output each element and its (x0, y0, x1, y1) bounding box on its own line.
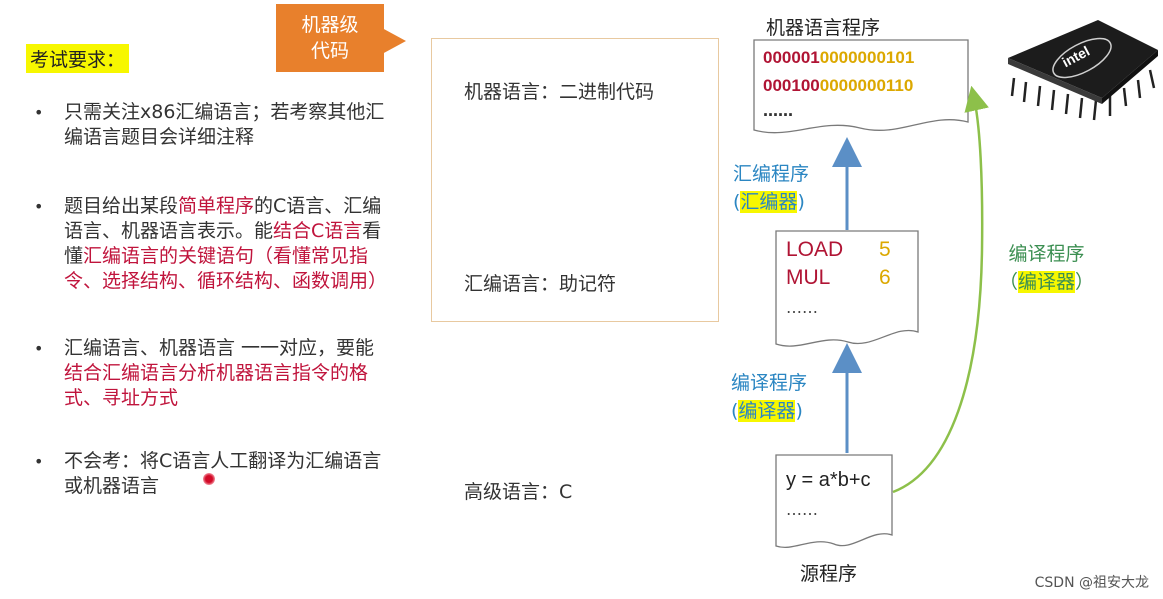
bullet-item: 题目给出某段简单程序的C语言、汇编语言、机器语言表示。能结合C语言看懂汇编语言的… (30, 194, 390, 294)
asm-arg-6: 6 (879, 266, 891, 289)
asm-op-mul: MUL (786, 266, 831, 289)
assembly-language-label: 汇编语言：助记符 (464, 273, 617, 295)
source-code-line: y = a*b+c (786, 469, 871, 491)
machine-program-document (753, 39, 969, 134)
machine-code-callout: 机器级代码 (276, 4, 384, 72)
bullet-text: 的C语言、汇编语言、机器语言表示。能 (64, 195, 382, 242)
direct-compiler-tool: 编译器 (1018, 271, 1076, 293)
emphasis-text: 汇编语言的关键语句（看懂常见指令、选择结构、循环结构、函数调用） (64, 245, 388, 292)
asm-op-load: LOAD (786, 238, 844, 261)
bullet-item: 只需关注x86汇编语言；若考察其他汇编语言题目会详细注释 (30, 100, 390, 150)
machine-code-ellipsis: …… (763, 102, 793, 120)
callout-tail (382, 28, 406, 54)
assembler-tool: 汇编器 (740, 191, 798, 213)
machine-program-title: 机器语言程序 (766, 17, 881, 39)
language-levels-box (431, 38, 719, 322)
assembly-program-document (775, 230, 919, 347)
machine-code-line-2: 0001000000000110 (763, 76, 914, 95)
direct-compiler-step-label: 编译程序 （编译器） (999, 243, 1095, 293)
direct-compile-arrow (892, 85, 989, 494)
assembler-step-label: 汇编程序 (汇编器) (733, 163, 810, 213)
source-program-document (775, 454, 893, 548)
emphasis-text: 简单程序 (178, 195, 255, 217)
machine-language-label: 机器语言：二进制代码 (464, 81, 655, 103)
bullet-item: 不会考：将C语言人工翻译为汇编语言或机器语言 (30, 449, 390, 499)
source-program-caption: 源程序 (800, 563, 858, 585)
callout-line-2: 代码 (310, 40, 349, 62)
intel-chip-icon (1008, 20, 1158, 121)
asm-arg-5: 5 (879, 238, 891, 261)
csdn-watermark: CSDN @祖安大龙 (1034, 575, 1149, 591)
callout-line-1: 机器级 (301, 14, 359, 36)
exam-requirements-title: 考试要求： (26, 44, 130, 73)
bullet-item: 汇编语言、机器语言 一一对应，要能结合汇编语言分析机器语言指令的格式、寻址方式 (30, 336, 390, 411)
source-ellipsis: …… (786, 500, 818, 519)
bullet-text: 只需关注x86汇编语言；若考察其他汇编语言题目会详细注释 (64, 101, 385, 148)
asm-ellipsis: …… (786, 298, 818, 317)
emphasis-text: 结合C语言 (273, 220, 363, 242)
bullet-text: 看懂 (64, 220, 382, 267)
compiler-step-label: 编译程序 (编译器) (731, 372, 808, 422)
high-level-language-label: 高级语言：C (464, 481, 573, 503)
bullet-text: 汇编语言、机器语言 一一对应，要能 (64, 337, 375, 359)
compiler-tool: 编译器 (738, 400, 796, 422)
exam-requirements-list: 只需关注x86汇编语言；若考察其他汇编语言题目会详细注释 题目给出某段简单程序的… (30, 100, 390, 533)
machine-code-line-1: 0000010000000101 (763, 48, 915, 67)
bullet-text: 题目给出某段 (64, 195, 179, 217)
emphasis-text: 结合汇编语言分析机器语言指令的格式、寻址方式 (64, 362, 369, 409)
pointer-dot-icon (203, 473, 215, 485)
bullet-text: 不会考：将C语言人工翻译为汇编语言或机器语言 (64, 450, 382, 497)
